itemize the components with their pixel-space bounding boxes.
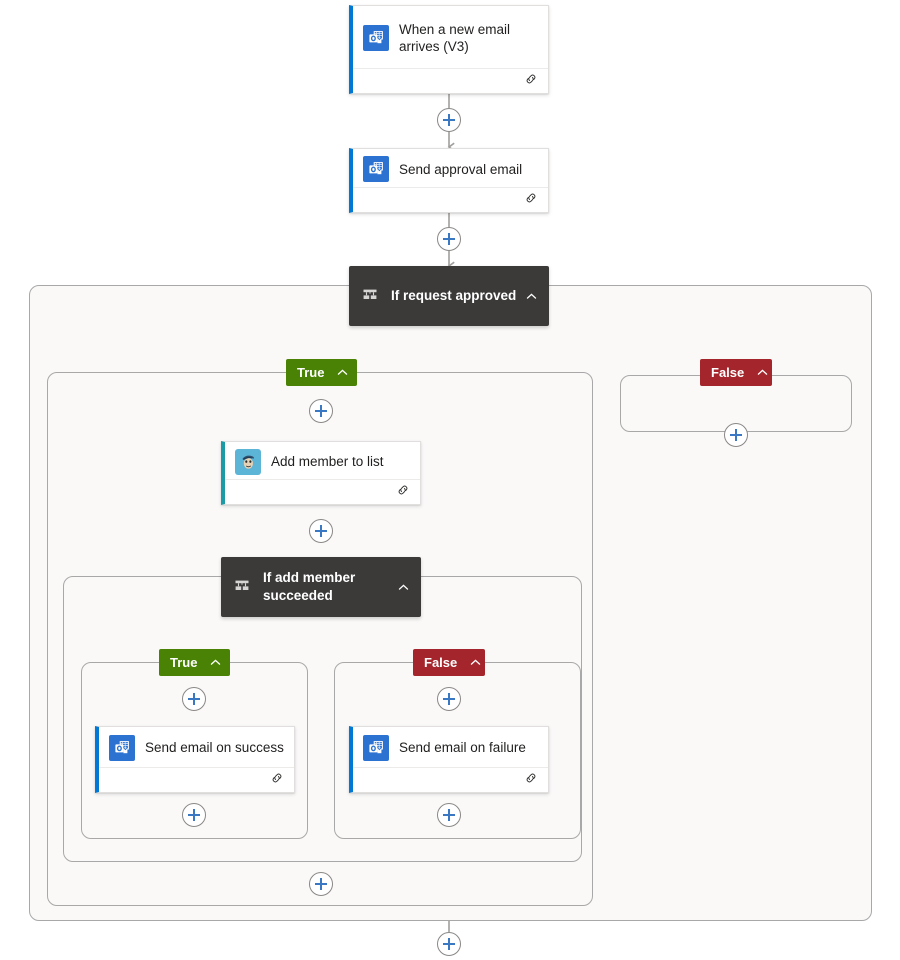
trigger-card-footer [353,68,548,93]
action-card-send-approval-email[interactable]: Send approval email [349,148,549,213]
branch-badge-true-outer[interactable]: True [286,359,357,386]
add-step-after-send-approval[interactable] [437,227,461,251]
add-step-after-trigger[interactable] [437,108,461,132]
add-step-outer-true-bottom[interactable] [309,872,333,896]
add-step-inner-true-after-send-success[interactable] [182,803,206,827]
chevron-up-icon[interactable] [209,656,222,669]
link-icon[interactable] [270,771,284,790]
outlook-icon [363,25,389,51]
link-icon[interactable] [524,191,538,210]
condition-icon [231,576,253,598]
condition-icon [359,285,381,307]
condition-header-if-request-approved[interactable]: If request approved [349,266,549,326]
link-icon[interactable] [524,72,538,91]
branch-badge-true-inner-label: True [170,655,198,670]
condition-label: If request approved [391,288,517,303]
condition-header-if-add-member-succeeded[interactable]: If add member succeeded [221,557,421,617]
action-card-label: Add member to list [271,454,384,469]
branch-badge-true-outer-label: True [297,365,325,380]
branch-badge-false-outer[interactable]: False [700,359,772,386]
add-step-inner-true-before-send-success[interactable] [182,687,206,711]
action-card-add-member-to-list[interactable]: Add member to list [221,441,421,505]
add-member-card-footer [225,479,420,504]
mailchimp-icon [235,448,261,475]
send-approval-card-footer [353,187,548,212]
add-step-inner-false-after-send-failure[interactable] [437,803,461,827]
branch-badge-false-inner-label: False [424,655,458,670]
action-card-label: Send email on success [145,740,284,755]
link-icon[interactable] [524,771,538,790]
send-success-card-footer [99,767,294,792]
chevron-up-icon[interactable] [336,366,349,379]
add-step-true-before-add-member[interactable] [309,399,333,423]
outlook-icon [109,734,135,761]
trigger-card-label: When a new email arrives (V3) [399,22,511,54]
outlook-icon [363,156,389,182]
action-card-send-email-on-failure[interactable]: Send email on failure [349,726,549,793]
link-icon[interactable] [396,483,410,502]
send-failure-card-footer [353,767,548,792]
action-card-label: Send approval email [399,161,523,177]
outlook-icon [363,734,389,761]
condition-label: If add member succeeded [263,570,356,603]
action-card-label: Send email on failure [399,740,526,755]
chevron-up-icon[interactable] [395,579,411,595]
branch-badge-false-inner[interactable]: False [413,649,485,676]
chevron-up-icon[interactable] [469,656,482,669]
chevron-up-icon[interactable] [523,288,539,304]
add-step-false-outer-empty[interactable] [724,423,748,447]
branch-badge-true-inner[interactable]: True [159,649,230,676]
branch-badge-false-outer-label: False [711,365,745,380]
add-step-inner-false-before-send-failure[interactable] [437,687,461,711]
add-step-flow-bottom[interactable] [437,932,461,956]
chevron-up-icon[interactable] [756,366,769,379]
trigger-card-when-a-new-email-arrives[interactable]: When a new email arrives (V3) [349,5,549,94]
add-step-true-after-add-member[interactable] [309,519,333,543]
action-card-send-email-on-success[interactable]: Send email on success [95,726,295,793]
